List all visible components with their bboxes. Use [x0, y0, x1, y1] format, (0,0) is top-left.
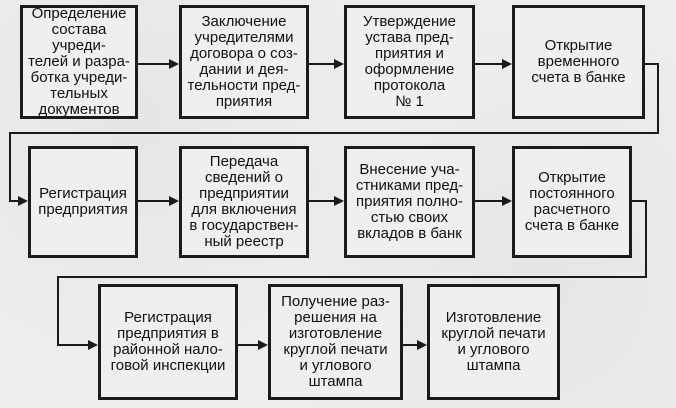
step-9-box: Регистрация предприятия в районной нало-…	[98, 284, 238, 400]
step-4-box: Открытие временного счета в банке	[512, 5, 645, 119]
step-6-box: Передача сведений о предприятии для вклю…	[179, 146, 309, 258]
step-7-box: Внесение уча- стниками пред- приятия пол…	[344, 146, 475, 258]
step-10-box: Получение раз- решения на изготовление к…	[268, 284, 403, 400]
step-2-box: Заключение учредителями договора о соз- …	[179, 5, 309, 119]
step-8-box: Открытие постоянного расчетного счета в …	[512, 146, 632, 258]
step-11-box: Изготовление круглой печати и углового ш…	[427, 284, 560, 400]
step-3-box: Утверждение устава пред- приятия и оформ…	[344, 5, 475, 119]
step-5-box: Регистрация предприятия	[28, 146, 138, 258]
step-1-box: Определение состава учреди- телей и разр…	[20, 5, 138, 119]
